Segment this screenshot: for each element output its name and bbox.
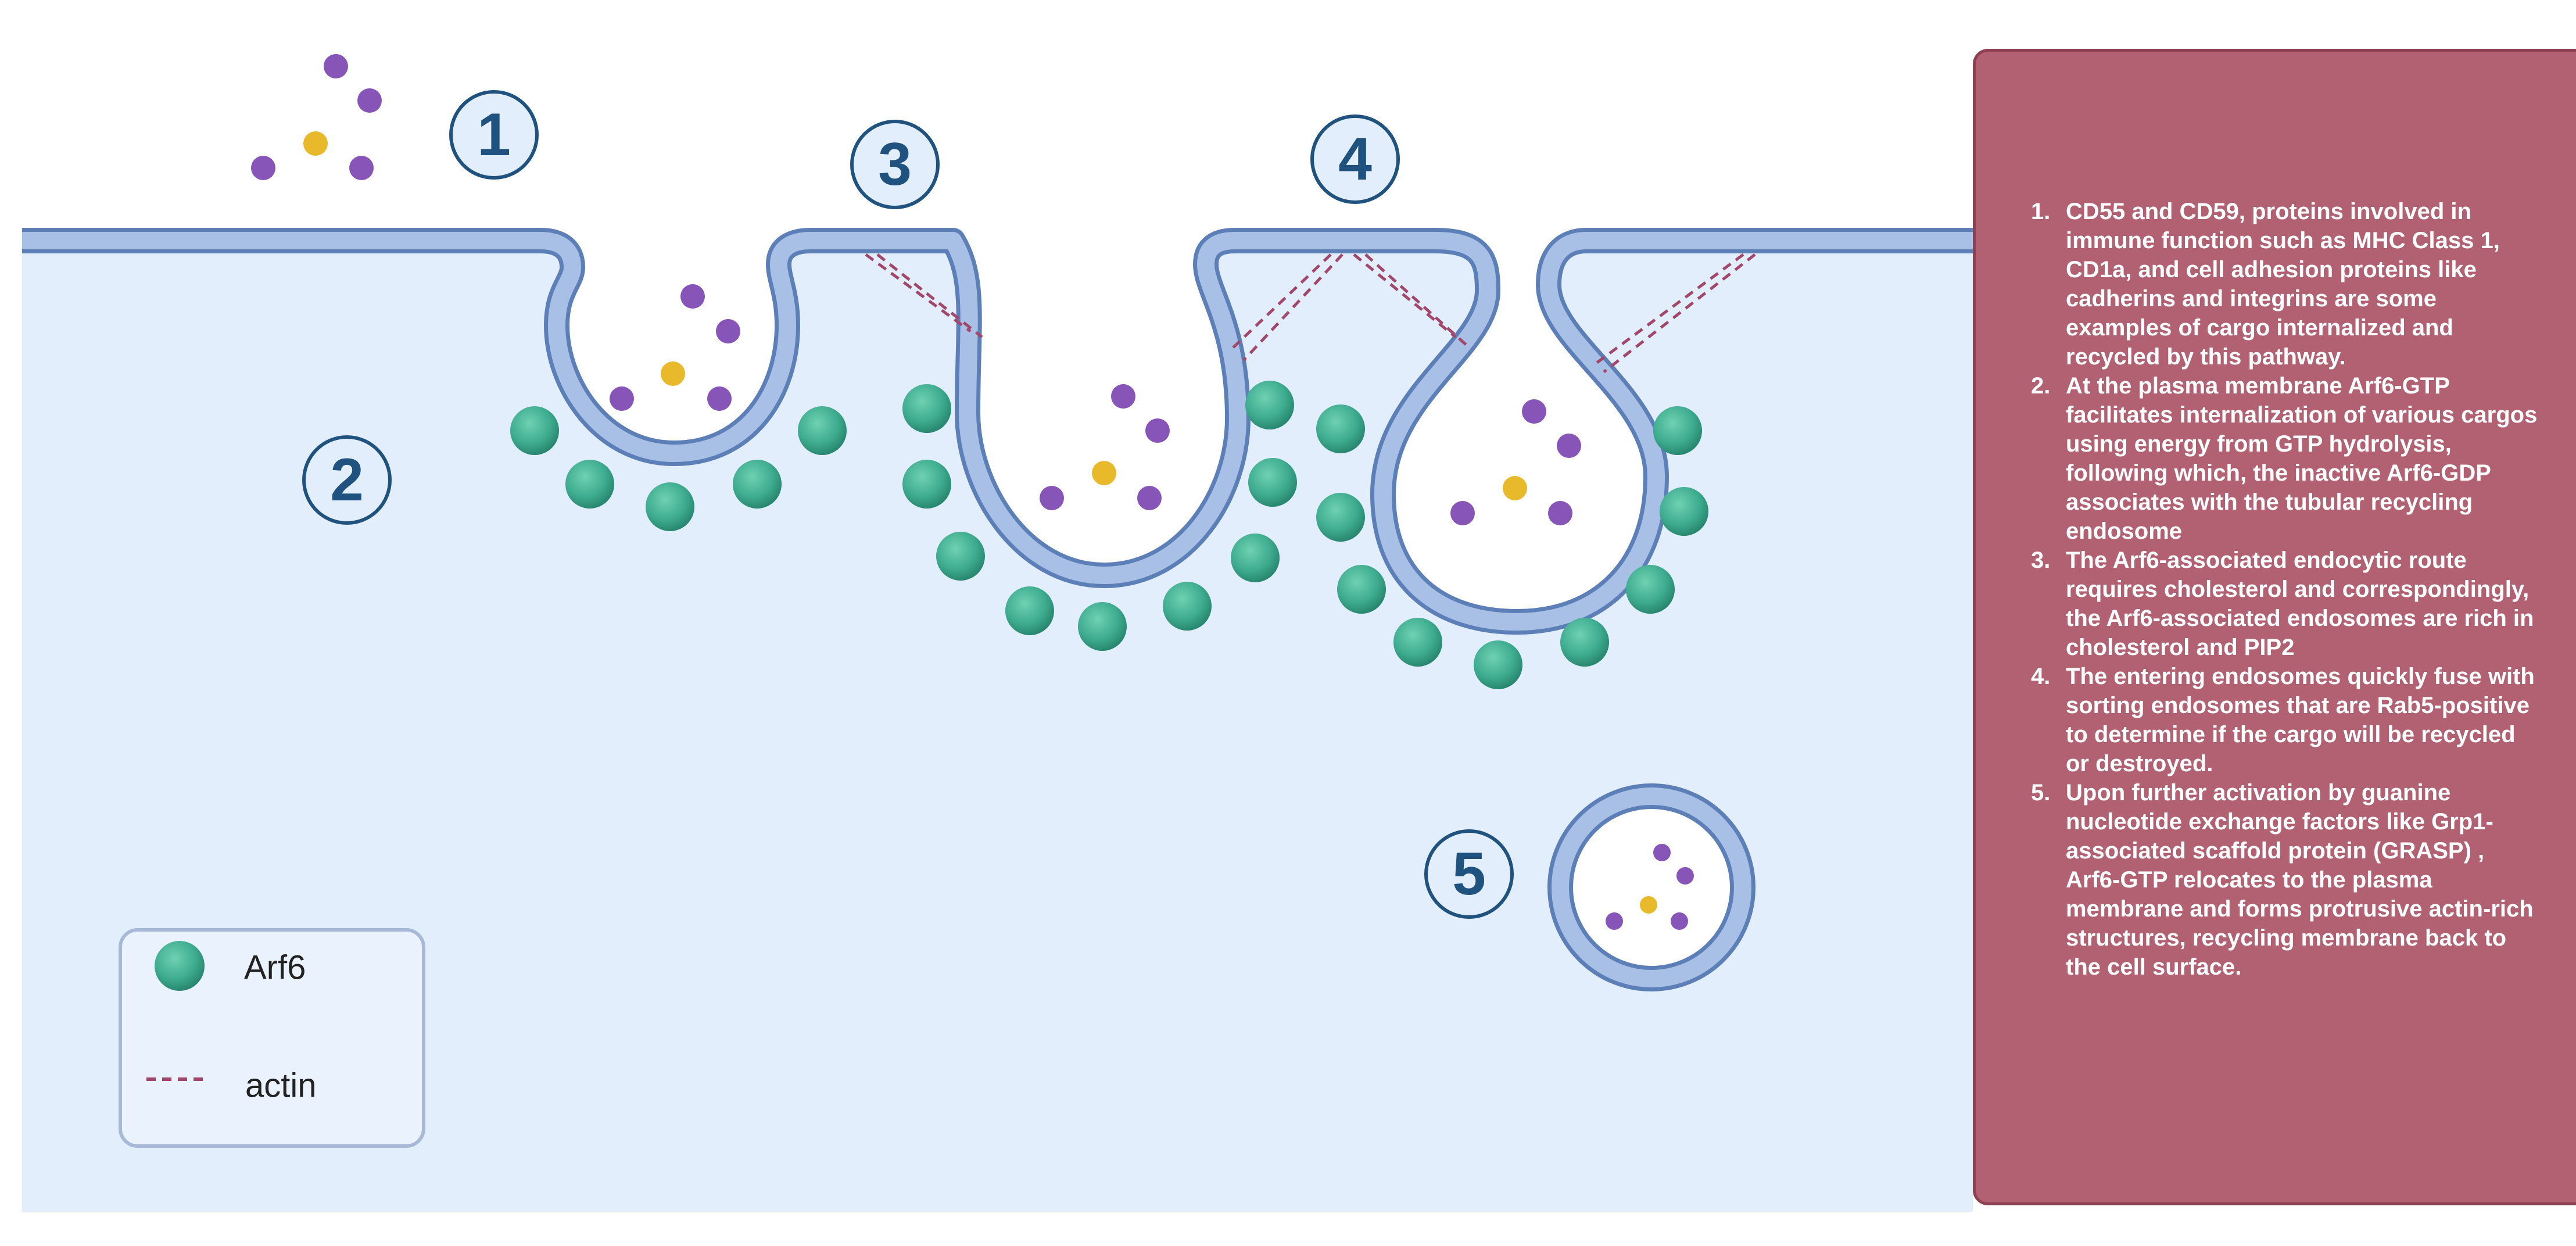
cargo-dot — [349, 156, 374, 180]
legend-arf6-label: Arf6 — [244, 949, 306, 987]
step-badge-circle — [1310, 114, 1400, 204]
cargo-dot — [303, 131, 328, 156]
recycling-vesicle — [1547, 783, 1755, 991]
arf6-protein — [1248, 458, 1297, 507]
arf6-protein — [1316, 493, 1365, 542]
info-item-5: 5. Upon further activation by guanine nu… — [2031, 778, 2541, 982]
arf6-protein — [510, 406, 559, 455]
info-item-text: Upon further activation by guanine nucle… — [2066, 780, 2534, 980]
cargo-dot — [1450, 501, 1475, 525]
info-item-3: 3. The Arf6-associated endocytic route r… — [2031, 546, 2541, 662]
cargo-dot — [1671, 912, 1688, 930]
legend-actin-label: actin — [245, 1067, 317, 1105]
step-number: 1 — [477, 101, 511, 169]
info-item-text: CD55 and CD59, proteins involved in immu… — [2066, 199, 2500, 370]
arf6-protein — [1560, 618, 1609, 667]
cargo-dot — [1676, 867, 1694, 885]
cargo-dot — [1092, 461, 1116, 485]
arf6-protein — [936, 532, 985, 581]
cargo-dot — [357, 88, 382, 113]
info-item-2: 2. At the plasma membrane Arf6-GTP facil… — [2031, 371, 2541, 546]
cargo-dot — [716, 319, 740, 343]
cargo-dot — [251, 156, 275, 180]
legend: Arf6 actin — [119, 928, 425, 1148]
cargo-outside — [251, 54, 382, 180]
arf6-protein — [1626, 565, 1675, 614]
cargo-dot — [1522, 399, 1546, 424]
step-number: 3 — [878, 131, 912, 198]
cargo-dot — [1503, 476, 1527, 500]
arf6-proteins — [510, 381, 1708, 689]
info-item-text: At the plasma membrane Arf6-GTP facilita… — [2066, 373, 2538, 544]
info-item-number: 3. — [2031, 547, 2051, 573]
arf6-protein — [565, 460, 614, 509]
cargo-dot — [1640, 896, 1657, 914]
step-badge-circle — [1424, 829, 1514, 919]
cargo-dot — [707, 386, 732, 411]
info-item-1: 1. CD55 and CD59, proteins involved in i… — [2031, 197, 2541, 371]
info-item-text: The entering endosomes quickly fuse with… — [2066, 664, 2535, 776]
cargo-dot — [1548, 501, 1572, 525]
actin-filaments — [865, 253, 1756, 373]
step-badge-1: 1 — [449, 90, 539, 180]
arf6-protein — [1393, 618, 1442, 667]
arf6-protein — [798, 406, 847, 455]
step-badge-circle — [850, 120, 940, 209]
step-number: 2 — [330, 446, 364, 514]
cargo-pit-3 — [1450, 399, 1581, 525]
arf6-protein — [1660, 487, 1708, 536]
arf6-protein — [902, 384, 951, 433]
arf6-protein — [1245, 381, 1294, 429]
cargo-pit-1 — [610, 284, 740, 411]
arf6-protein — [1078, 602, 1127, 651]
cargo-dot — [1111, 384, 1135, 409]
cargo-dot — [324, 54, 348, 78]
arf6-protein — [1316, 404, 1365, 453]
info-item-4: 4. The entering endosomes quickly fuse w… — [2031, 662, 2541, 778]
step-badge-3: 3 — [850, 120, 940, 209]
step-number: 5 — [1452, 840, 1486, 908]
arf6-protein — [1231, 534, 1280, 582]
arf6-protein — [646, 482, 694, 531]
arf6-protein — [902, 460, 951, 509]
cytoplasm — [22, 241, 1973, 1212]
info-item-number: 4. — [2031, 664, 2051, 689]
cargo-dot — [1137, 486, 1162, 510]
arf6-protein — [1163, 582, 1212, 631]
step-badge-5: 5 — [1424, 829, 1514, 919]
endocytosis-diagram: 1 2 3 4 5 Arf6 actin — [22, 54, 1973, 1212]
info-item-number: 5. — [2031, 780, 2051, 805]
cargo-dot — [680, 284, 705, 309]
cargo-dot — [661, 361, 685, 386]
plasma-membrane-core — [22, 232, 1973, 631]
cargo-pit-2 — [1040, 384, 1170, 510]
vesicle-membrane-core — [1552, 787, 1751, 987]
info-item-number: 1. — [2031, 199, 2051, 224]
arf6-protein — [1005, 586, 1054, 635]
arf6-protein — [1474, 640, 1522, 689]
arf6-protein — [1653, 406, 1702, 455]
info-item-number: 2. — [2031, 373, 2051, 399]
step-badge-2: 2 — [302, 435, 392, 525]
step-badge-4: 4 — [1310, 114, 1400, 204]
info-panel: 1. CD55 and CD59, proteins involved in i… — [1973, 49, 2576, 1205]
cargo-dot — [1557, 434, 1581, 458]
info-item-text: The Arf6-associated endocytic route requ… — [2066, 547, 2534, 660]
cargo-dot — [1040, 486, 1064, 510]
cargo-dot — [1145, 418, 1170, 443]
step-number: 4 — [1338, 126, 1372, 193]
arf6-protein — [733, 460, 782, 509]
step-badge-circle — [302, 435, 392, 525]
cargo-dot — [1606, 912, 1623, 930]
arf6-legend-icon — [155, 941, 205, 991]
arf6-protein — [1337, 565, 1386, 614]
cargo-dot — [1653, 844, 1671, 861]
step-badge-circle — [449, 90, 539, 180]
info-list: 1. CD55 and CD59, proteins involved in i… — [2031, 197, 2541, 982]
cargo-dot — [610, 386, 634, 411]
